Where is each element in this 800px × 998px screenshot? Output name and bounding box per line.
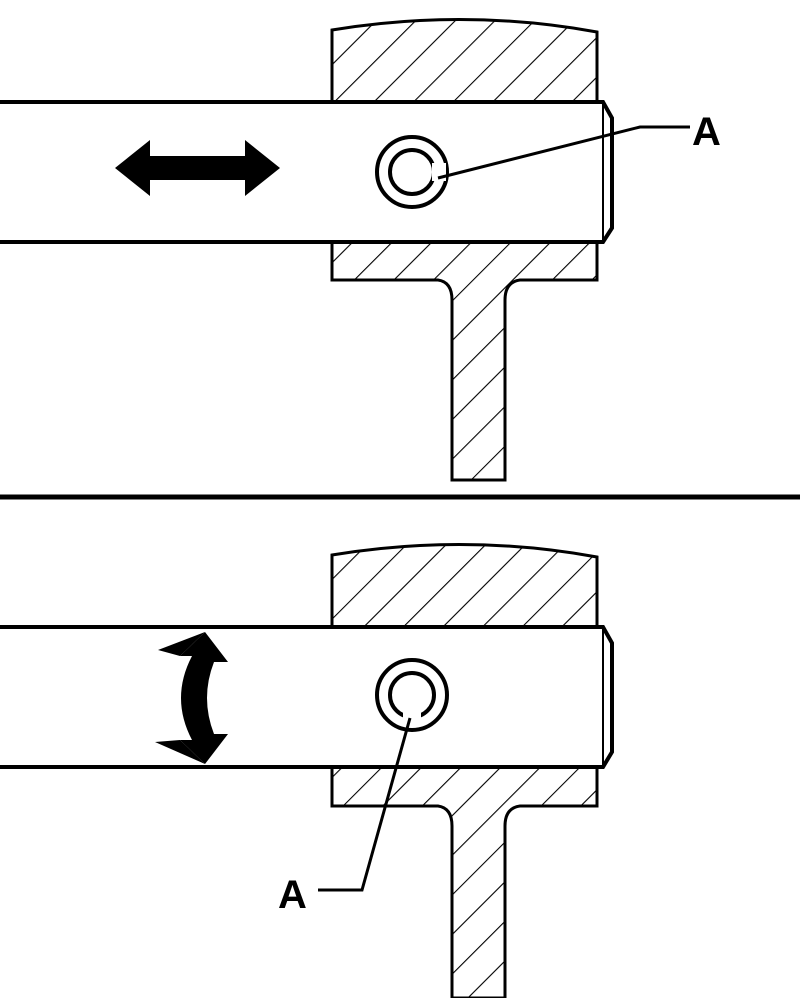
bottom-panel: A [0,542,614,998]
top-panel: A [0,17,721,482]
housing-top [330,17,599,482]
double-headed-horizontal-arrow-icon [115,140,280,196]
bar-top [0,100,614,244]
housing-bottom [330,542,599,998]
callout-leader-bottom [318,717,412,892]
bar-bottom [0,625,614,769]
curved-double-headed-arrow-icon [180,632,228,764]
callout-label-top: A [692,110,721,154]
callout-label-bottom: A [278,873,307,917]
callout-leader-top [437,125,690,180]
pin-clip-bottom [375,658,449,732]
pin-clip-top [375,135,449,209]
